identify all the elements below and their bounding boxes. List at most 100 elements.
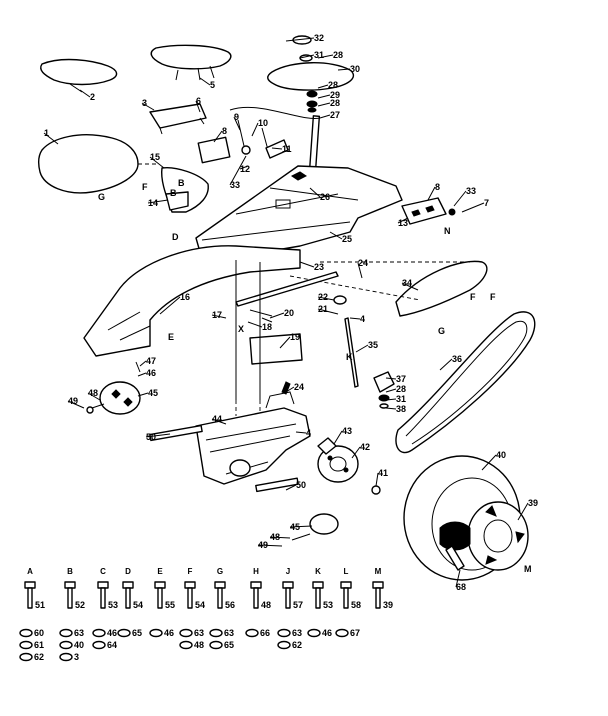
washer-nut — [19, 652, 33, 662]
hardware-letter: C — [100, 567, 106, 576]
leader-line — [517, 502, 529, 521]
part-number-callout: 46 — [146, 368, 156, 378]
leader-line — [385, 377, 397, 380]
bolt-shank — [100, 587, 106, 609]
leader-line — [79, 89, 91, 98]
leader-line — [285, 386, 295, 393]
frame-bracket-right — [401, 197, 447, 225]
leader-line — [279, 336, 291, 349]
part-number-callout: 45 — [148, 388, 158, 398]
leader-line — [199, 77, 211, 86]
part-number-callout: 2 — [90, 92, 95, 102]
bolt-head — [372, 581, 384, 589]
part-number-callout: 43 — [342, 426, 352, 436]
part-number-callout: 24 — [294, 382, 304, 392]
bolt-shank — [125, 587, 131, 609]
washer-nut — [335, 628, 349, 638]
hardware-part-number: 65 — [224, 640, 234, 650]
leader-line — [271, 147, 283, 150]
leader-line — [269, 312, 285, 319]
hardware-letter: H — [253, 567, 259, 576]
hardware-part-number: 65 — [132, 628, 142, 638]
hardware-letter: B — [67, 567, 73, 576]
leader-line — [309, 187, 321, 198]
part-number-callout: 28 — [333, 50, 343, 60]
part-number-callout: 49 — [258, 540, 268, 550]
leader-line — [357, 262, 363, 279]
part-number-callout: 7 — [484, 198, 489, 208]
bolt-number: 56 — [225, 600, 235, 610]
leader-line — [229, 155, 247, 186]
part-number-callout: 30 — [350, 64, 360, 74]
hardware-legend: A51606162B5263403C534664D5465E5546F54634… — [19, 567, 393, 662]
bolt-number: 53 — [323, 600, 333, 610]
leader-line — [285, 484, 297, 491]
leader-line — [257, 544, 283, 547]
leader-line — [137, 392, 149, 397]
part-number-callout: 33 — [230, 180, 240, 190]
leader-line — [337, 68, 351, 71]
leader-line — [355, 344, 369, 353]
part-number-callout: 22 — [318, 292, 328, 302]
leader-line — [351, 446, 361, 459]
reference-letter: K — [346, 352, 353, 362]
part-number-callout: 3 — [142, 98, 147, 108]
part-number-callout: 50 — [296, 480, 306, 490]
leader-line — [87, 392, 101, 401]
seat-shell — [37, 134, 139, 194]
leader-line — [299, 261, 315, 268]
leader-line — [317, 94, 331, 99]
leader-line — [329, 231, 343, 240]
leader-line — [453, 190, 467, 207]
leader-line — [145, 433, 171, 438]
part-number-callout: 50 — [146, 432, 156, 442]
bolt-shank — [67, 587, 73, 609]
bolt-number: 52 — [75, 600, 85, 610]
hardware-letter: D — [125, 567, 131, 576]
hardware-letter: F — [188, 567, 193, 576]
washer-nut — [149, 628, 163, 638]
part-number-callout: 5 — [210, 80, 215, 90]
bolt-head — [184, 581, 196, 589]
bolt-head — [340, 581, 352, 589]
washer-nut — [245, 628, 259, 638]
bolt-shank — [343, 587, 349, 609]
part-number-callout: 41 — [378, 468, 388, 478]
leader-line — [269, 536, 291, 539]
hardware-letter: K — [315, 567, 321, 576]
pulley — [317, 445, 359, 483]
part-number-callout: 10 — [258, 118, 268, 128]
part-number-callout: 13 — [398, 218, 408, 228]
part-number-callout: 33 — [466, 186, 476, 196]
bolt-shank — [27, 587, 33, 609]
leader-line — [67, 400, 85, 409]
part-number-callout: 44 — [212, 414, 222, 424]
leader-line — [43, 132, 59, 145]
reference-letter: N — [444, 226, 451, 236]
leader-line — [247, 321, 263, 328]
leader-line — [375, 472, 379, 487]
hardware-part-number: 46 — [107, 628, 117, 638]
reference-letter: G — [438, 326, 445, 336]
bolt-head — [24, 581, 36, 589]
leader-line — [385, 398, 397, 401]
leader-line — [317, 296, 335, 301]
part-number-callout: 24 — [358, 258, 368, 268]
reference-letter: E — [168, 332, 174, 342]
part-number-callout: 38 — [396, 404, 406, 414]
part-number-callout: 40 — [496, 450, 506, 460]
steering-wheel — [267, 62, 355, 91]
part-number-callout: 17 — [212, 310, 222, 320]
bolt-head — [97, 581, 109, 589]
leader-line — [455, 569, 461, 588]
leader-line — [461, 202, 485, 213]
reference-letter: M — [524, 564, 532, 574]
hardware-part-number: 46 — [164, 628, 174, 638]
hardware-letter: J — [286, 567, 290, 576]
leader-line — [349, 317, 361, 320]
part-number-callout: 36 — [452, 354, 462, 364]
leader-line — [285, 37, 315, 42]
